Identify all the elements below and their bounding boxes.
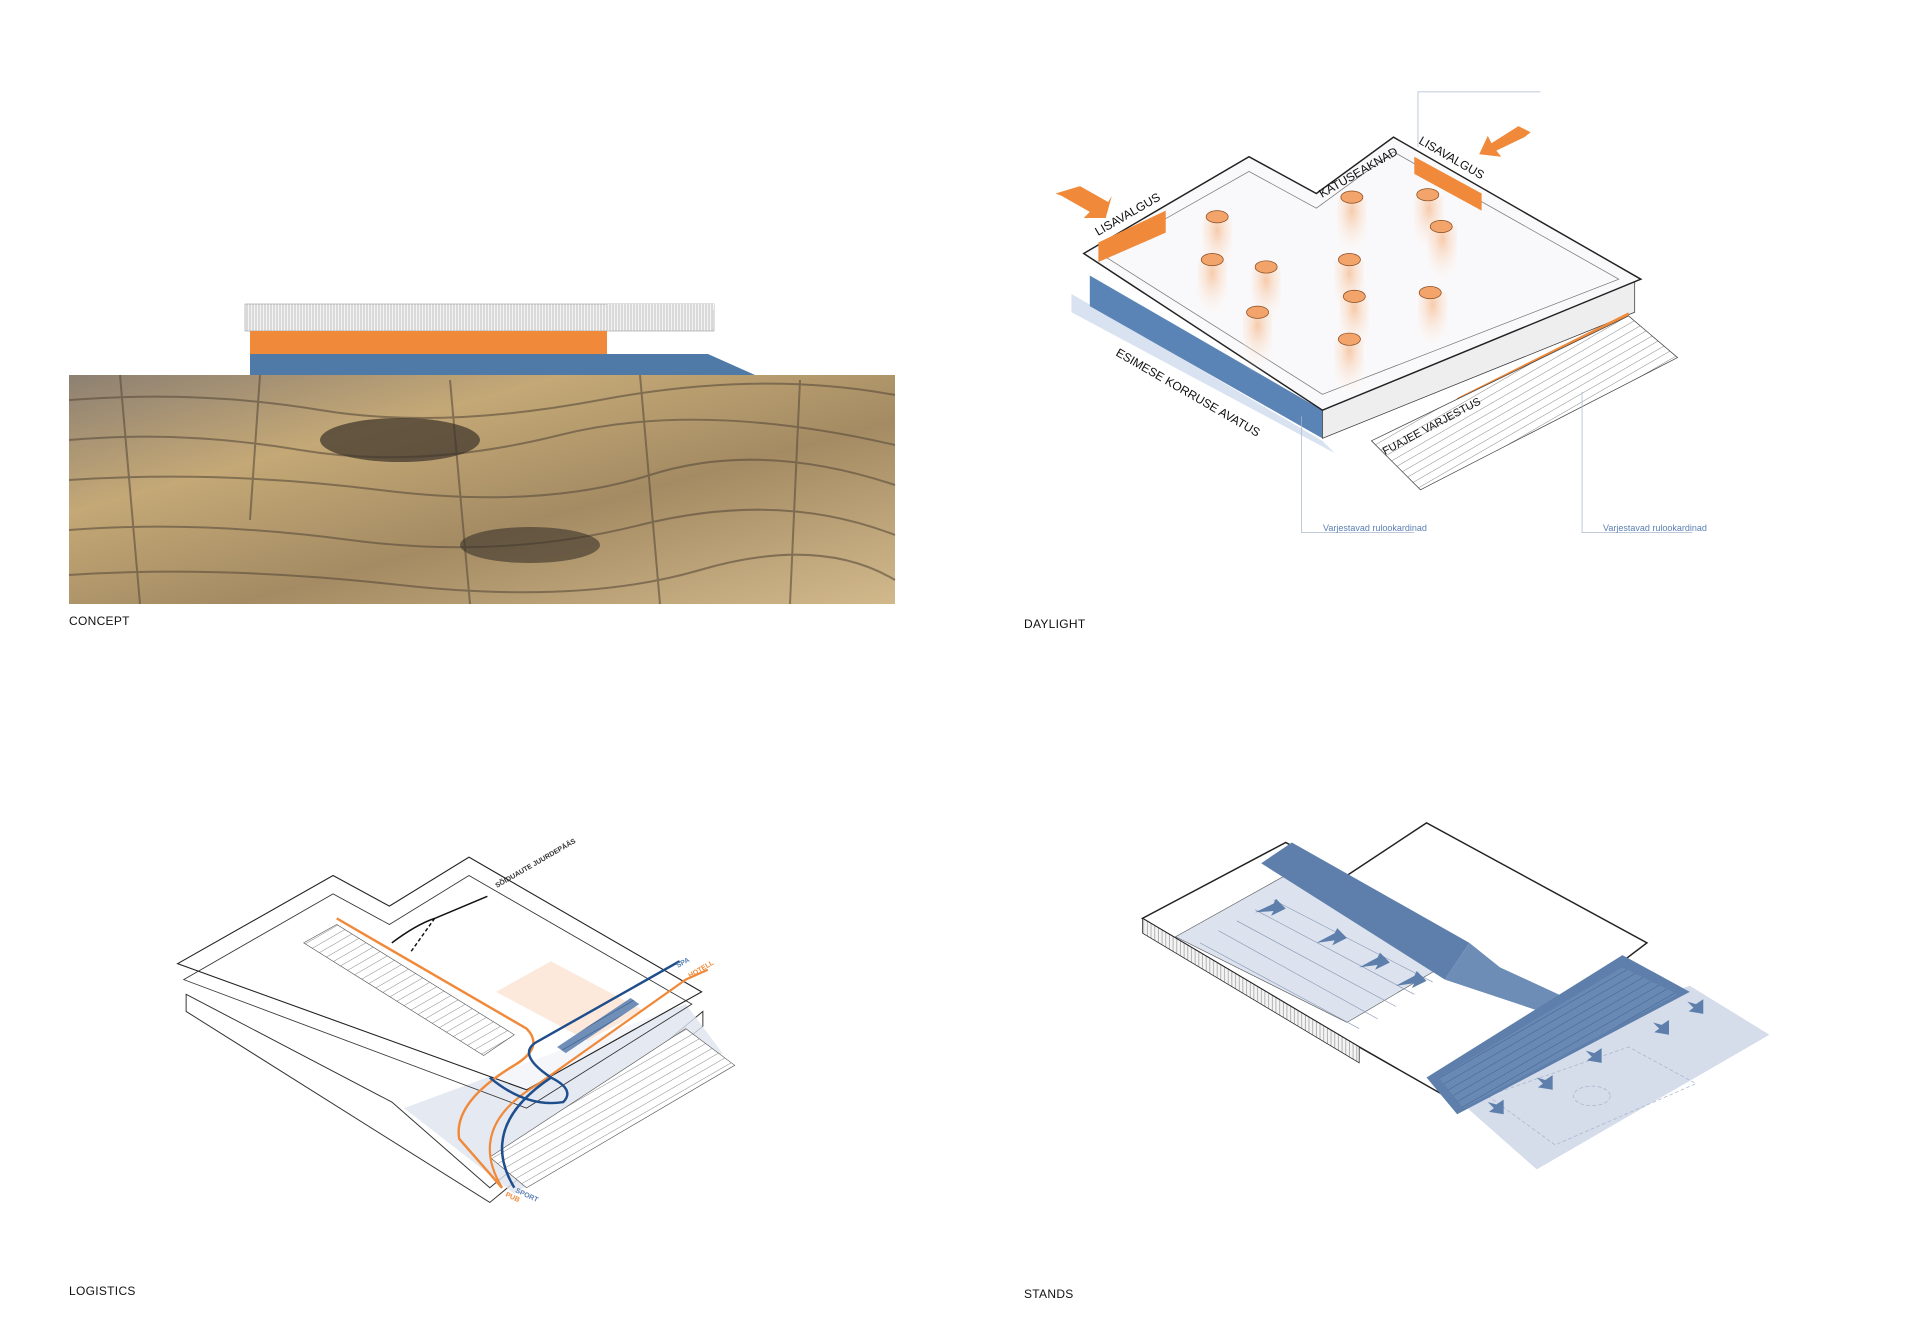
roof-overhang: [607, 304, 714, 331]
court-plaza: [1432, 985, 1770, 1170]
orange-window-left: [1098, 210, 1166, 263]
exit-arrows: [1255, 898, 1704, 1115]
label-spa: SPA: [676, 957, 692, 970]
car-access-dashed: [409, 917, 436, 954]
label-blinds-right: Varjestavad rulookardinad: [1603, 523, 1707, 533]
label-blinds-left: Varjestavad rulookardinad: [1323, 523, 1427, 533]
arrow-left-icon: [1055, 186, 1112, 218]
ground-floor-facade: [1089, 275, 1323, 439]
middle-plate: [182, 875, 693, 1109]
skylights: [1197, 188, 1458, 401]
caption-concept: CONCEPT: [69, 614, 130, 628]
blue-corridor: [1444, 942, 1580, 1017]
stand-stripes: [1438, 967, 1678, 1109]
caption-logistics: LOGISTICS: [69, 1284, 136, 1298]
blue-plinth: [250, 354, 755, 375]
ground-glow: [1071, 293, 1335, 454]
rock-photo: [69, 375, 895, 604]
leader-lines: [1301, 91, 1693, 534]
daylight-diagram: [1055, 91, 1693, 534]
route-hotel: [488, 968, 709, 1189]
label-hotel: HOTELL: [688, 959, 716, 979]
route-hotel-pub: [336, 917, 535, 1189]
caption-daylight: DAYLIGHT: [1024, 617, 1086, 631]
outer-stairs: [489, 1028, 736, 1189]
stairs: [1370, 315, 1679, 491]
logistics-diagram: [176, 856, 736, 1204]
route-spa-sport: [489, 960, 681, 1189]
rock-cavity: [320, 418, 480, 462]
blue-stand-top: [1261, 842, 1470, 980]
wall-left: [1142, 917, 1360, 1064]
hall-stripes: [1199, 899, 1433, 1029]
label-car-access: SÕIDUAUTE JUURDEPÄÄS: [494, 836, 578, 890]
stands-blue: [557, 997, 640, 1054]
arrow-right-icon: [1479, 126, 1531, 157]
court-lines: [1486, 1046, 1697, 1146]
site-shade: [404, 1004, 723, 1194]
stands-diagram: [1140, 822, 1770, 1170]
orange-window-right: [1414, 156, 1482, 211]
stands-left: [303, 924, 515, 1056]
orange-volume: [250, 331, 607, 354]
rock-cavity: [460, 527, 600, 563]
caption-stands: STANDS: [1024, 1287, 1074, 1301]
roof-inner: [1101, 151, 1620, 395]
concept-diagram: [68, 303, 896, 605]
